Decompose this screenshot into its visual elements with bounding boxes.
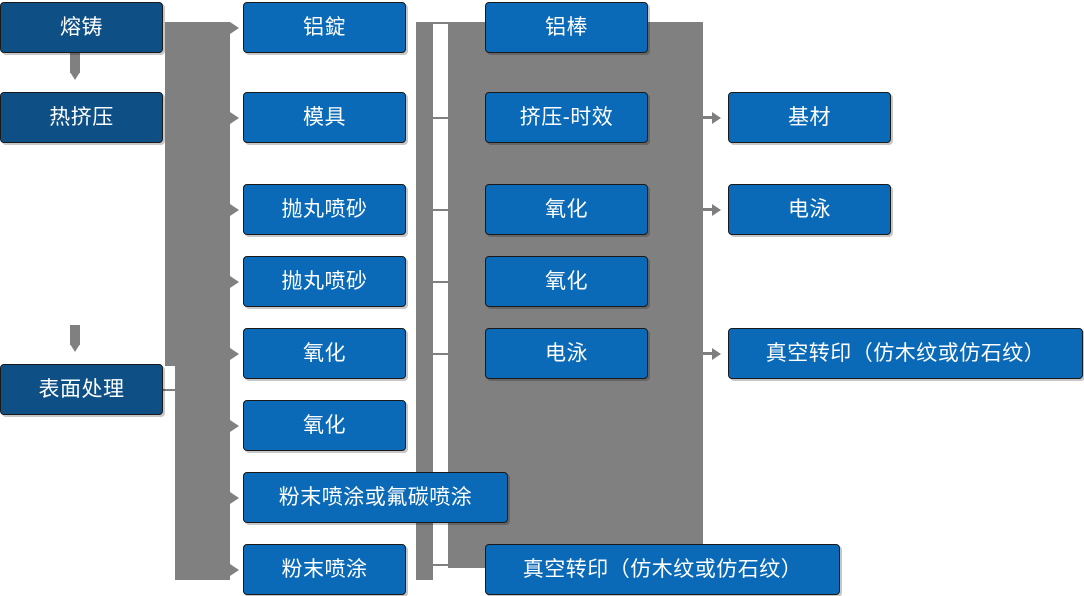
process-label: 铝錠 [303, 16, 346, 39]
arrow-trunk-to-blast-2 [230, 276, 239, 288]
detail-label: 真空转印（仿木纹或仿石纹） [522, 558, 803, 581]
arrow-head-to-electro [712, 204, 721, 216]
output-label: 电泳 [788, 198, 831, 221]
stub-melting-to-extrude [70, 53, 80, 73]
arrow-line-to-electro [703, 208, 717, 211]
proc-oxidize-2[interactable]: 氧化 [243, 400, 406, 451]
out-vacuum[interactable]: 真空转印（仿木纹或仿石纹） [728, 328, 1083, 379]
arrow-line-to-substrate [703, 116, 717, 119]
det-oxidize-2[interactable]: 氧化 [485, 256, 648, 307]
arrow-trunk-to-oxidize-1 [230, 348, 239, 360]
proc-powder[interactable]: 粉末喷涂 [243, 544, 406, 595]
proc-mold[interactable]: 模具 [243, 92, 406, 143]
arrow-trunk-to-oxidize-2 [230, 420, 239, 432]
down-arrow-to-surface [70, 344, 80, 352]
connector-surface-to-trunk [163, 389, 177, 391]
det-extr-age[interactable]: 挤压-时效 [485, 92, 648, 143]
process-label: 抛丸喷砂 [281, 198, 368, 221]
proc-oxidize-1[interactable]: 氧化 [243, 328, 406, 379]
stage-melting[interactable]: 熔铸 [0, 2, 163, 53]
arrow-trunk-to-powder [230, 564, 239, 576]
proc-ingot[interactable]: 铝錠 [243, 2, 406, 53]
proc-blast-1[interactable]: 抛丸喷砂 [243, 184, 406, 235]
detail-label: 氧化 [545, 198, 588, 221]
process-label: 模具 [303, 106, 346, 129]
arrow-line-to-vacuum [703, 352, 717, 355]
det-electro[interactable]: 电泳 [485, 328, 648, 379]
det-vacuum[interactable]: 真空转印（仿木纹或仿石纹） [485, 544, 840, 595]
stage-label: 热挤压 [49, 106, 114, 129]
out-substrate[interactable]: 基材 [728, 92, 891, 143]
process-label: 抛丸喷砂 [281, 270, 368, 293]
output-label: 基材 [788, 106, 831, 129]
detail-label: 电泳 [545, 342, 588, 365]
stage-label: 表面处理 [38, 378, 125, 401]
stage-label: 熔铸 [60, 16, 103, 39]
detail-label: 挤压-时效 [519, 106, 614, 129]
down-arrow-to-extrude [70, 72, 80, 80]
connector-rail-5 [433, 353, 448, 355]
stage-surface[interactable]: 表面处理 [0, 364, 163, 415]
connector-rail-6 [433, 564, 448, 566]
arrow-head-to-vacuum [712, 348, 721, 360]
det-oxidize-1[interactable]: 氧化 [485, 184, 648, 235]
process-label: 粉末喷涂 [281, 558, 368, 581]
stage-extrude[interactable]: 热挤压 [0, 92, 163, 143]
left-trunk-lower [175, 366, 230, 580]
out-electro[interactable]: 电泳 [728, 184, 891, 235]
arrow-head-to-substrate [712, 112, 721, 124]
connector-rail-4 [433, 281, 448, 283]
arrow-trunk-to-mold [230, 112, 239, 124]
left-trunk-upper [165, 22, 230, 366]
proc-powder-f[interactable]: 粉末喷涂或氟碳喷涂 [243, 472, 508, 523]
det-bar[interactable]: 铝棒 [485, 2, 648, 53]
connector-rail-3 [433, 209, 448, 211]
process-label: 粉末喷涂或氟碳喷涂 [278, 486, 473, 509]
arrow-trunk-to-blast-1 [230, 204, 239, 216]
connector-rail-2 [433, 117, 448, 119]
connector-rail-1 [433, 22, 448, 24]
arrow-trunk-to-ingot [230, 22, 239, 34]
process-label: 氧化 [303, 414, 346, 437]
process-label: 氧化 [303, 342, 346, 365]
output-label: 真空转印（仿木纹或仿石纹） [765, 342, 1046, 365]
proc-blast-2[interactable]: 抛丸喷砂 [243, 256, 406, 307]
arrow-trunk-to-powder-f [230, 492, 239, 504]
stub-extrude-to-surface [70, 325, 80, 345]
detail-label: 氧化 [545, 270, 588, 293]
detail-label: 铝棒 [545, 16, 588, 39]
middle-narrow-bar [416, 22, 433, 580]
